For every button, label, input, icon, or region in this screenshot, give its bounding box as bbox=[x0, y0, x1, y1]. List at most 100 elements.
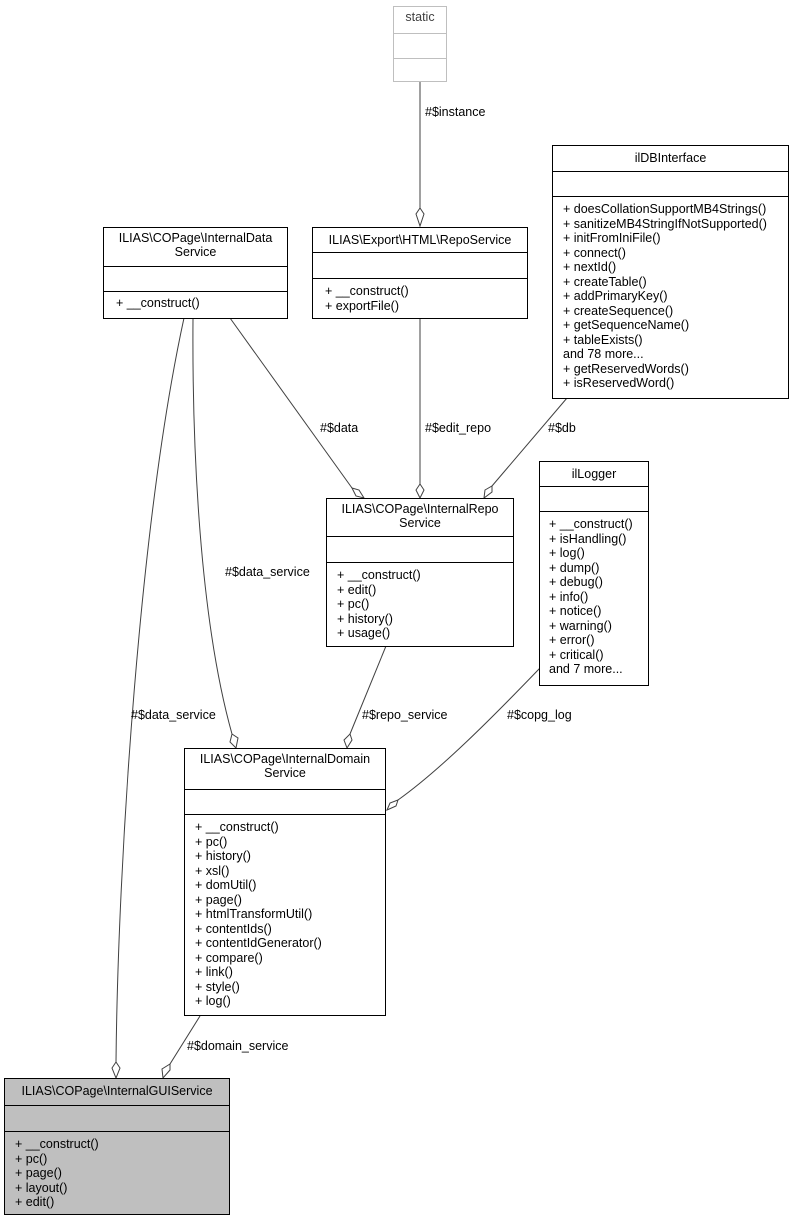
edge-domain-service bbox=[169, 1015, 201, 1065]
methods-section: + __construct() + exportFile() bbox=[313, 278, 527, 318]
edge-db bbox=[491, 397, 568, 487]
method-item: + pc() bbox=[195, 834, 228, 849]
diamond-repo-service bbox=[343, 733, 353, 750]
edge-label-data-service-gui: #$data_service bbox=[131, 708, 216, 722]
edge-label-copg-log: #$copg_log bbox=[507, 708, 572, 722]
method-item: + layout() bbox=[15, 1180, 68, 1195]
method-item: + __construct() bbox=[15, 1137, 99, 1151]
attributes-section bbox=[394, 33, 446, 58]
method-item: + htmlTransformUtil() bbox=[195, 907, 313, 921]
edge-label-instance: #$instance bbox=[425, 105, 486, 119]
method-item: and 7 more... bbox=[549, 662, 623, 676]
diamond-db bbox=[483, 485, 493, 500]
diamond-instance bbox=[415, 207, 425, 228]
methods-section: + __construct() bbox=[104, 291, 287, 318]
diamond-edit-repo bbox=[415, 483, 425, 500]
attributes-section bbox=[313, 252, 527, 278]
methods-section: + doesCollationSupportMB4Strings() + san… bbox=[553, 196, 788, 398]
class-internal-domain-service[interactable]: ILIAS\COPage\InternalDomain Service + __… bbox=[184, 748, 386, 1016]
class-static[interactable]: static bbox=[393, 6, 447, 82]
class-title: ILIAS\COPage\InternalData Service bbox=[118, 231, 273, 259]
method-item: + __construct() bbox=[116, 296, 200, 310]
class-logger[interactable]: ilLogger + __construct() + isHandling() … bbox=[539, 461, 649, 686]
method-item: + xsl() bbox=[195, 863, 230, 878]
methods-section: + __construct() + isHandling() + log() +… bbox=[540, 511, 648, 685]
method-item: + link() bbox=[195, 965, 233, 979]
method-item: + __construct() bbox=[337, 568, 421, 582]
method-item: + createTable() bbox=[563, 274, 647, 289]
method-item: + sanitizeMB4StringIfNotSupported() bbox=[563, 216, 767, 231]
method-item: + doesCollationSupportMB4Strings() bbox=[563, 202, 767, 216]
diamond-data bbox=[351, 487, 366, 499]
class-internal-data-service[interactable]: ILIAS\COPage\InternalData Service + __co… bbox=[103, 227, 288, 319]
attributes-section bbox=[5, 1105, 229, 1131]
method-item: + pc() bbox=[337, 597, 370, 611]
edge-label-data-service-domain: #$data_service bbox=[225, 565, 310, 579]
method-item: + edit() bbox=[15, 1195, 55, 1209]
edge-label-repo-service: #$repo_service bbox=[362, 708, 448, 722]
method-item: + getReservedWords() bbox=[563, 361, 689, 376]
diamond-data-service-gui bbox=[111, 1061, 121, 1080]
method-item: + usage() bbox=[337, 626, 391, 640]
method-item: + style() bbox=[195, 979, 240, 994]
method-item: + nextId() bbox=[563, 260, 617, 274]
class-repo-service[interactable]: ILIAS\Export\HTML\RepoService + __constr… bbox=[312, 227, 528, 319]
method-item: + compare() bbox=[195, 950, 263, 965]
class-title: ilLogger bbox=[571, 467, 617, 481]
class-internal-gui-service[interactable]: ILIAS\COPage\InternalGUIService + __cons… bbox=[4, 1078, 230, 1215]
class-title: ILIAS\Export\HTML\RepoService bbox=[328, 233, 512, 247]
edge-label-edit-repo: #$edit_repo bbox=[425, 421, 492, 435]
method-item: + contentIdGenerator() bbox=[195, 936, 322, 950]
attributes-section bbox=[553, 171, 788, 196]
method-item: + isHandling() bbox=[549, 531, 627, 546]
edge-data bbox=[229, 317, 353, 489]
attributes-section bbox=[104, 266, 287, 291]
method-item: + log() bbox=[195, 994, 231, 1008]
method-item: and 78 more... bbox=[563, 347, 644, 361]
edge-copg-log bbox=[397, 667, 541, 801]
attributes-section bbox=[327, 536, 513, 562]
class-title: ILIAS\COPage\InternalGUIService bbox=[21, 1084, 213, 1098]
methods-section bbox=[394, 58, 446, 82]
method-item: + log() bbox=[549, 546, 585, 560]
class-title: ilDBInterface bbox=[634, 151, 707, 165]
method-item: + __construct() bbox=[325, 284, 409, 298]
edge-label-db: #$db bbox=[548, 421, 576, 435]
method-item: + exportFile() bbox=[325, 298, 399, 313]
method-item: + domUtil() bbox=[195, 878, 257, 892]
method-item: + edit() bbox=[337, 582, 377, 597]
method-item: + addPrimaryKey() bbox=[563, 289, 668, 303]
methods-section: + __construct() + pc() + page() + layout… bbox=[5, 1131, 229, 1214]
method-item: + connect() bbox=[563, 245, 626, 260]
diamond-data-service-domain bbox=[229, 733, 239, 750]
attributes-section bbox=[540, 486, 648, 511]
method-item: + tableExists() bbox=[563, 332, 643, 347]
method-item: + isReservedWord() bbox=[563, 376, 675, 390]
method-item: + info() bbox=[549, 589, 589, 604]
edge-data-service-domain bbox=[192, 317, 233, 735]
method-item: + notice() bbox=[549, 604, 602, 618]
diamond-copg-log bbox=[386, 799, 399, 811]
edge-label-domain-service: #$domain_service bbox=[187, 1039, 289, 1053]
method-item: + __construct() bbox=[195, 820, 279, 834]
method-item: + dump() bbox=[549, 560, 600, 575]
method-item: + history() bbox=[195, 849, 251, 863]
diamond-domain-service bbox=[161, 1063, 171, 1080]
method-item: + __construct() bbox=[549, 517, 633, 531]
edge-data-service-gui bbox=[115, 317, 185, 1063]
method-item: + createSequence() bbox=[563, 303, 674, 318]
method-item: + critical() bbox=[549, 647, 604, 662]
class-title: ILIAS\COPage\InternalRepo Service bbox=[341, 502, 499, 530]
method-item: + getSequenceName() bbox=[563, 318, 690, 332]
method-item: + history() bbox=[337, 611, 393, 626]
class-internal-repo-service[interactable]: ILIAS\COPage\InternalRepo Service + __co… bbox=[326, 498, 514, 647]
class-title: ILIAS\COPage\InternalDomain Service bbox=[199, 752, 371, 780]
class-db-interface[interactable]: ilDBInterface + doesCollationSupportMB4S… bbox=[552, 145, 789, 399]
method-item: + warning() bbox=[549, 618, 612, 633]
attributes-section bbox=[185, 789, 385, 814]
method-item: + page() bbox=[195, 892, 242, 907]
method-item: + error() bbox=[549, 633, 595, 647]
method-item: + contentIds() bbox=[195, 921, 272, 936]
edge-repo-service bbox=[349, 645, 387, 735]
